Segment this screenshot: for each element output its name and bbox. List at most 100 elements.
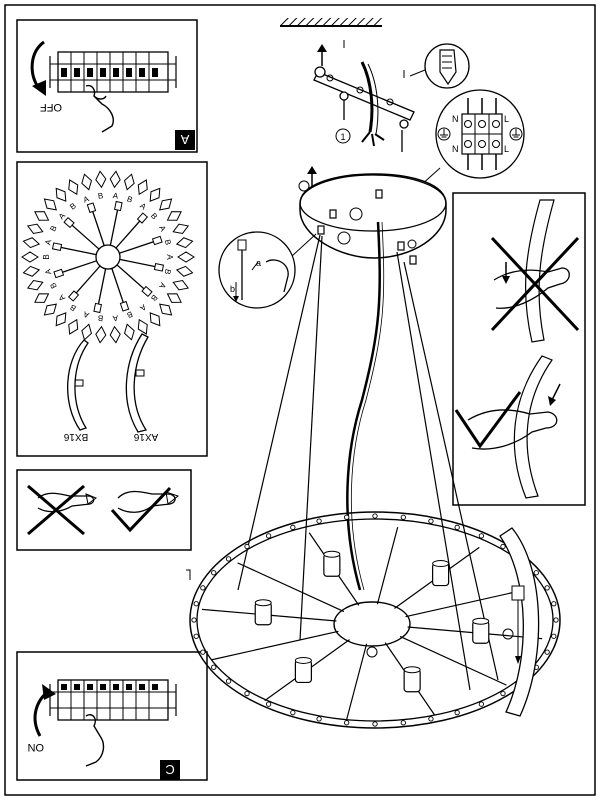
ring-code-letter: A: [165, 254, 174, 260]
crystal-icon: [149, 312, 161, 327]
crystal-icon: [43, 198, 57, 211]
lamp-holder: [432, 560, 450, 587]
panel-c-breaker-on: ON C: [16, 651, 208, 781]
arm-bx16: [67, 339, 89, 431]
terminal-n-bottom: N: [452, 144, 459, 154]
canopy: [298, 166, 447, 265]
crystal-icon: [137, 318, 148, 335]
crystal-wreath: [21, 170, 195, 344]
crystal-icon: [81, 173, 93, 191]
cable-adjust-callout: a b: [218, 231, 317, 309]
ring-code-letter: B: [126, 309, 134, 319]
ring-code-letter: A: [43, 238, 53, 246]
panel-c-letter: C: [165, 762, 174, 777]
panel-a-breaker-off: OFF A: [16, 19, 198, 153]
lamp-holder: [472, 617, 490, 644]
crystal-icon: [95, 170, 107, 189]
breaker-strip: [49, 51, 177, 93]
crystal-icon: [123, 323, 135, 341]
ring-code-letter: A: [157, 281, 168, 290]
spoke-arms: [51, 200, 165, 314]
crystal-icon: [81, 323, 93, 341]
ring-code-letter: B: [149, 211, 159, 221]
svg-text:1: 1: [340, 132, 345, 142]
motion-b-label: b: [230, 284, 235, 294]
crystal-icon: [26, 223, 44, 235]
suspension-cables: [237, 221, 499, 691]
ring-code-letter: A: [43, 267, 53, 275]
crystal-icon: [149, 187, 161, 202]
hand-icon: [85, 714, 105, 767]
ring-code-letter: B: [126, 194, 134, 204]
outer-frame: [4, 4, 596, 796]
crystal-icon: [34, 211, 50, 221]
on-label: ON: [27, 741, 44, 753]
terminal-n-top: N: [452, 114, 459, 124]
ring-code-letter: B: [68, 302, 78, 312]
ring-code-letter: B: [163, 268, 173, 275]
main-assembly-drawing: 1 2: [186, 18, 561, 729]
checkmark-icon: [454, 391, 522, 449]
ring-code-letter: A: [82, 194, 91, 205]
crystal-icon: [22, 265, 41, 277]
lamp-holder: [294, 656, 312, 684]
mounting-bracket: [313, 40, 415, 152]
terminal-l-top: L: [504, 114, 509, 124]
crystal-icon: [55, 187, 67, 202]
crystal-icon: [22, 237, 41, 249]
crystal-icon: [166, 293, 182, 303]
terminal-block-callout: N N L L: [419, 89, 525, 187]
crystal-icon: [55, 312, 67, 327]
ring-code-letter: A: [138, 201, 148, 212]
lamp-holder: [403, 666, 421, 693]
lamp-holder: [323, 550, 341, 577]
panel-a-letter: A: [180, 132, 189, 147]
crystal-icon: [177, 251, 195, 263]
crystal-icon: [68, 318, 79, 335]
crystal-icon: [34, 293, 50, 303]
ring-code-letter: A: [56, 292, 67, 302]
step-marker-1: 1: [335, 128, 351, 144]
motion-a-label: a: [256, 258, 261, 268]
crystal-icon: [43, 303, 57, 316]
crystal-icon: [21, 251, 39, 263]
ceiling: [280, 18, 382, 26]
ring-code-letter: A: [138, 302, 148, 313]
ring-code-letter: B: [68, 201, 78, 211]
arm-bx16-label: BX16: [63, 431, 88, 442]
checkmark-icon: [110, 486, 172, 533]
crystal-icon: [159, 198, 173, 211]
arm-ax16: [125, 333, 149, 433]
earth-icon: [509, 127, 523, 141]
crystal-icon: [166, 211, 182, 221]
arm-ax16-label: AX16: [133, 431, 158, 442]
crystal-icon: [175, 265, 194, 277]
panel-handling-warning: [16, 469, 192, 551]
ring-code-letter: B: [42, 254, 51, 259]
crystal-icon: [172, 279, 190, 291]
crystal-icon: [172, 223, 190, 235]
earth-icon: [437, 127, 451, 141]
crystal-icon: [109, 170, 121, 189]
crystal-icon: [68, 179, 79, 196]
lamp-arms: [201, 526, 543, 722]
hand-icon: [85, 84, 114, 133]
terminal-l-bottom: L: [504, 144, 509, 154]
ring-code-letter: B: [48, 281, 58, 290]
ring-code-letter: B: [163, 239, 173, 246]
ring-code-letter: A: [157, 224, 168, 233]
ring-code-letter: A: [112, 191, 119, 201]
hand-icon: [467, 409, 558, 450]
lamp-holder: [254, 599, 272, 626]
center-hub: [333, 601, 411, 658]
ring-code-letter: A: [112, 313, 119, 323]
wall-plug-callout: [409, 43, 470, 89]
ring-code-letter: A: [81, 309, 90, 320]
ring-code-letter: B: [97, 191, 103, 201]
ring-code-letter: A: [57, 211, 68, 221]
ring-code-letter: B: [48, 224, 58, 233]
crystal-icon: [159, 303, 173, 316]
